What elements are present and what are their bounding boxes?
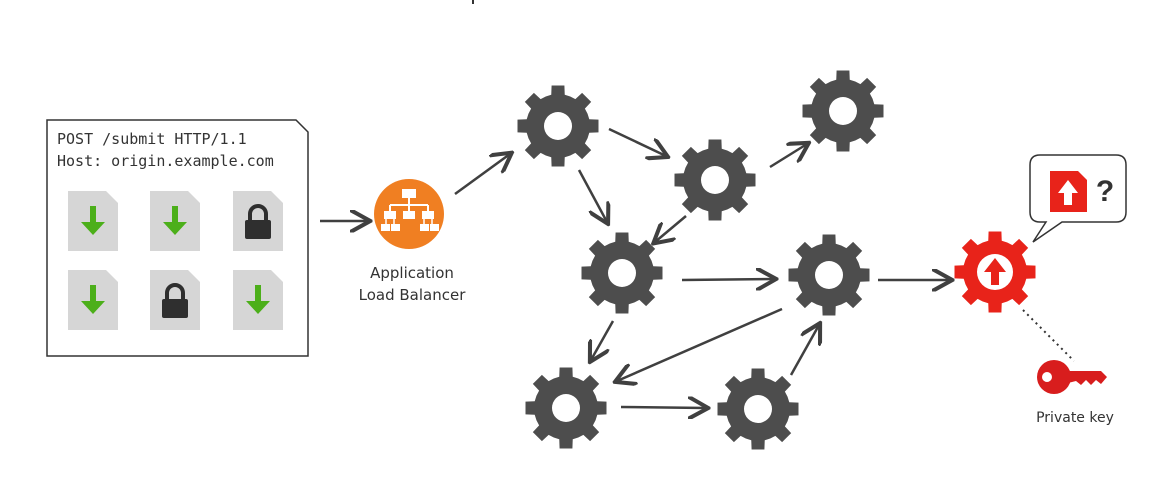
file-icon-grid xyxy=(68,191,283,330)
private-key-label: Private key xyxy=(1036,410,1114,426)
download-arrow-icon xyxy=(81,285,105,314)
upload-file-icon xyxy=(1050,171,1087,212)
download-arrow-icon xyxy=(163,206,187,235)
file-icon xyxy=(233,191,283,251)
question-mark: ? xyxy=(1096,175,1114,208)
question-bubble: ? xyxy=(1029,154,1127,243)
file-icon xyxy=(233,270,283,330)
gear-icon xyxy=(525,367,607,449)
lock-icon xyxy=(245,204,271,239)
arrow-gear6-to-gear7 xyxy=(620,407,706,408)
org-chart-icon xyxy=(374,179,444,249)
download-arrow-icon xyxy=(81,206,105,235)
gear-icon xyxy=(581,232,663,314)
arrow-gear7-to-gear5 xyxy=(789,325,819,376)
request-document: POST /submit HTTP/1.1 Host: origin.examp… xyxy=(46,119,309,357)
key-connector-line xyxy=(1022,309,1075,362)
gear-icon xyxy=(788,234,870,316)
arrow-gear5-to-gear6 xyxy=(617,307,783,381)
flow-arrows xyxy=(454,127,950,408)
balancer-label-line2: Load Balancer xyxy=(359,286,467,304)
arrow-gear1-to-gear4 xyxy=(577,169,607,222)
gear-icon xyxy=(717,368,799,450)
host-line: Host: origin.example.com xyxy=(57,152,274,170)
request-line: POST /submit HTTP/1.1 xyxy=(57,130,247,148)
download-arrow-icon xyxy=(246,285,270,314)
arrow-gear2-to-gear3 xyxy=(769,144,807,169)
file-icon xyxy=(68,191,118,251)
gear-icon xyxy=(802,70,884,152)
arrow-gear4-to-gear6 xyxy=(591,320,615,360)
arrow-gear1-to-gear2 xyxy=(608,127,666,156)
file-icon xyxy=(150,270,200,330)
key-icon xyxy=(1037,360,1107,394)
arrow-gear2-to-gear4 xyxy=(655,215,687,242)
compromised-node xyxy=(954,231,1036,313)
arrow-gear4-to-gear5 xyxy=(681,279,774,280)
load-balancer: Application Load Balancer xyxy=(359,179,467,304)
balancer-label-line1: Application xyxy=(370,264,454,282)
private-key: Private key xyxy=(1036,360,1114,426)
arrow-balancer-to-gear1 xyxy=(454,154,510,196)
gear-icon xyxy=(517,85,599,167)
file-icon xyxy=(150,191,200,251)
file-icon xyxy=(68,270,118,330)
gear-icon xyxy=(674,139,756,221)
upload-arrow-gear-icon xyxy=(954,231,1036,313)
server-nodes xyxy=(517,70,884,450)
lock-icon xyxy=(162,283,188,318)
